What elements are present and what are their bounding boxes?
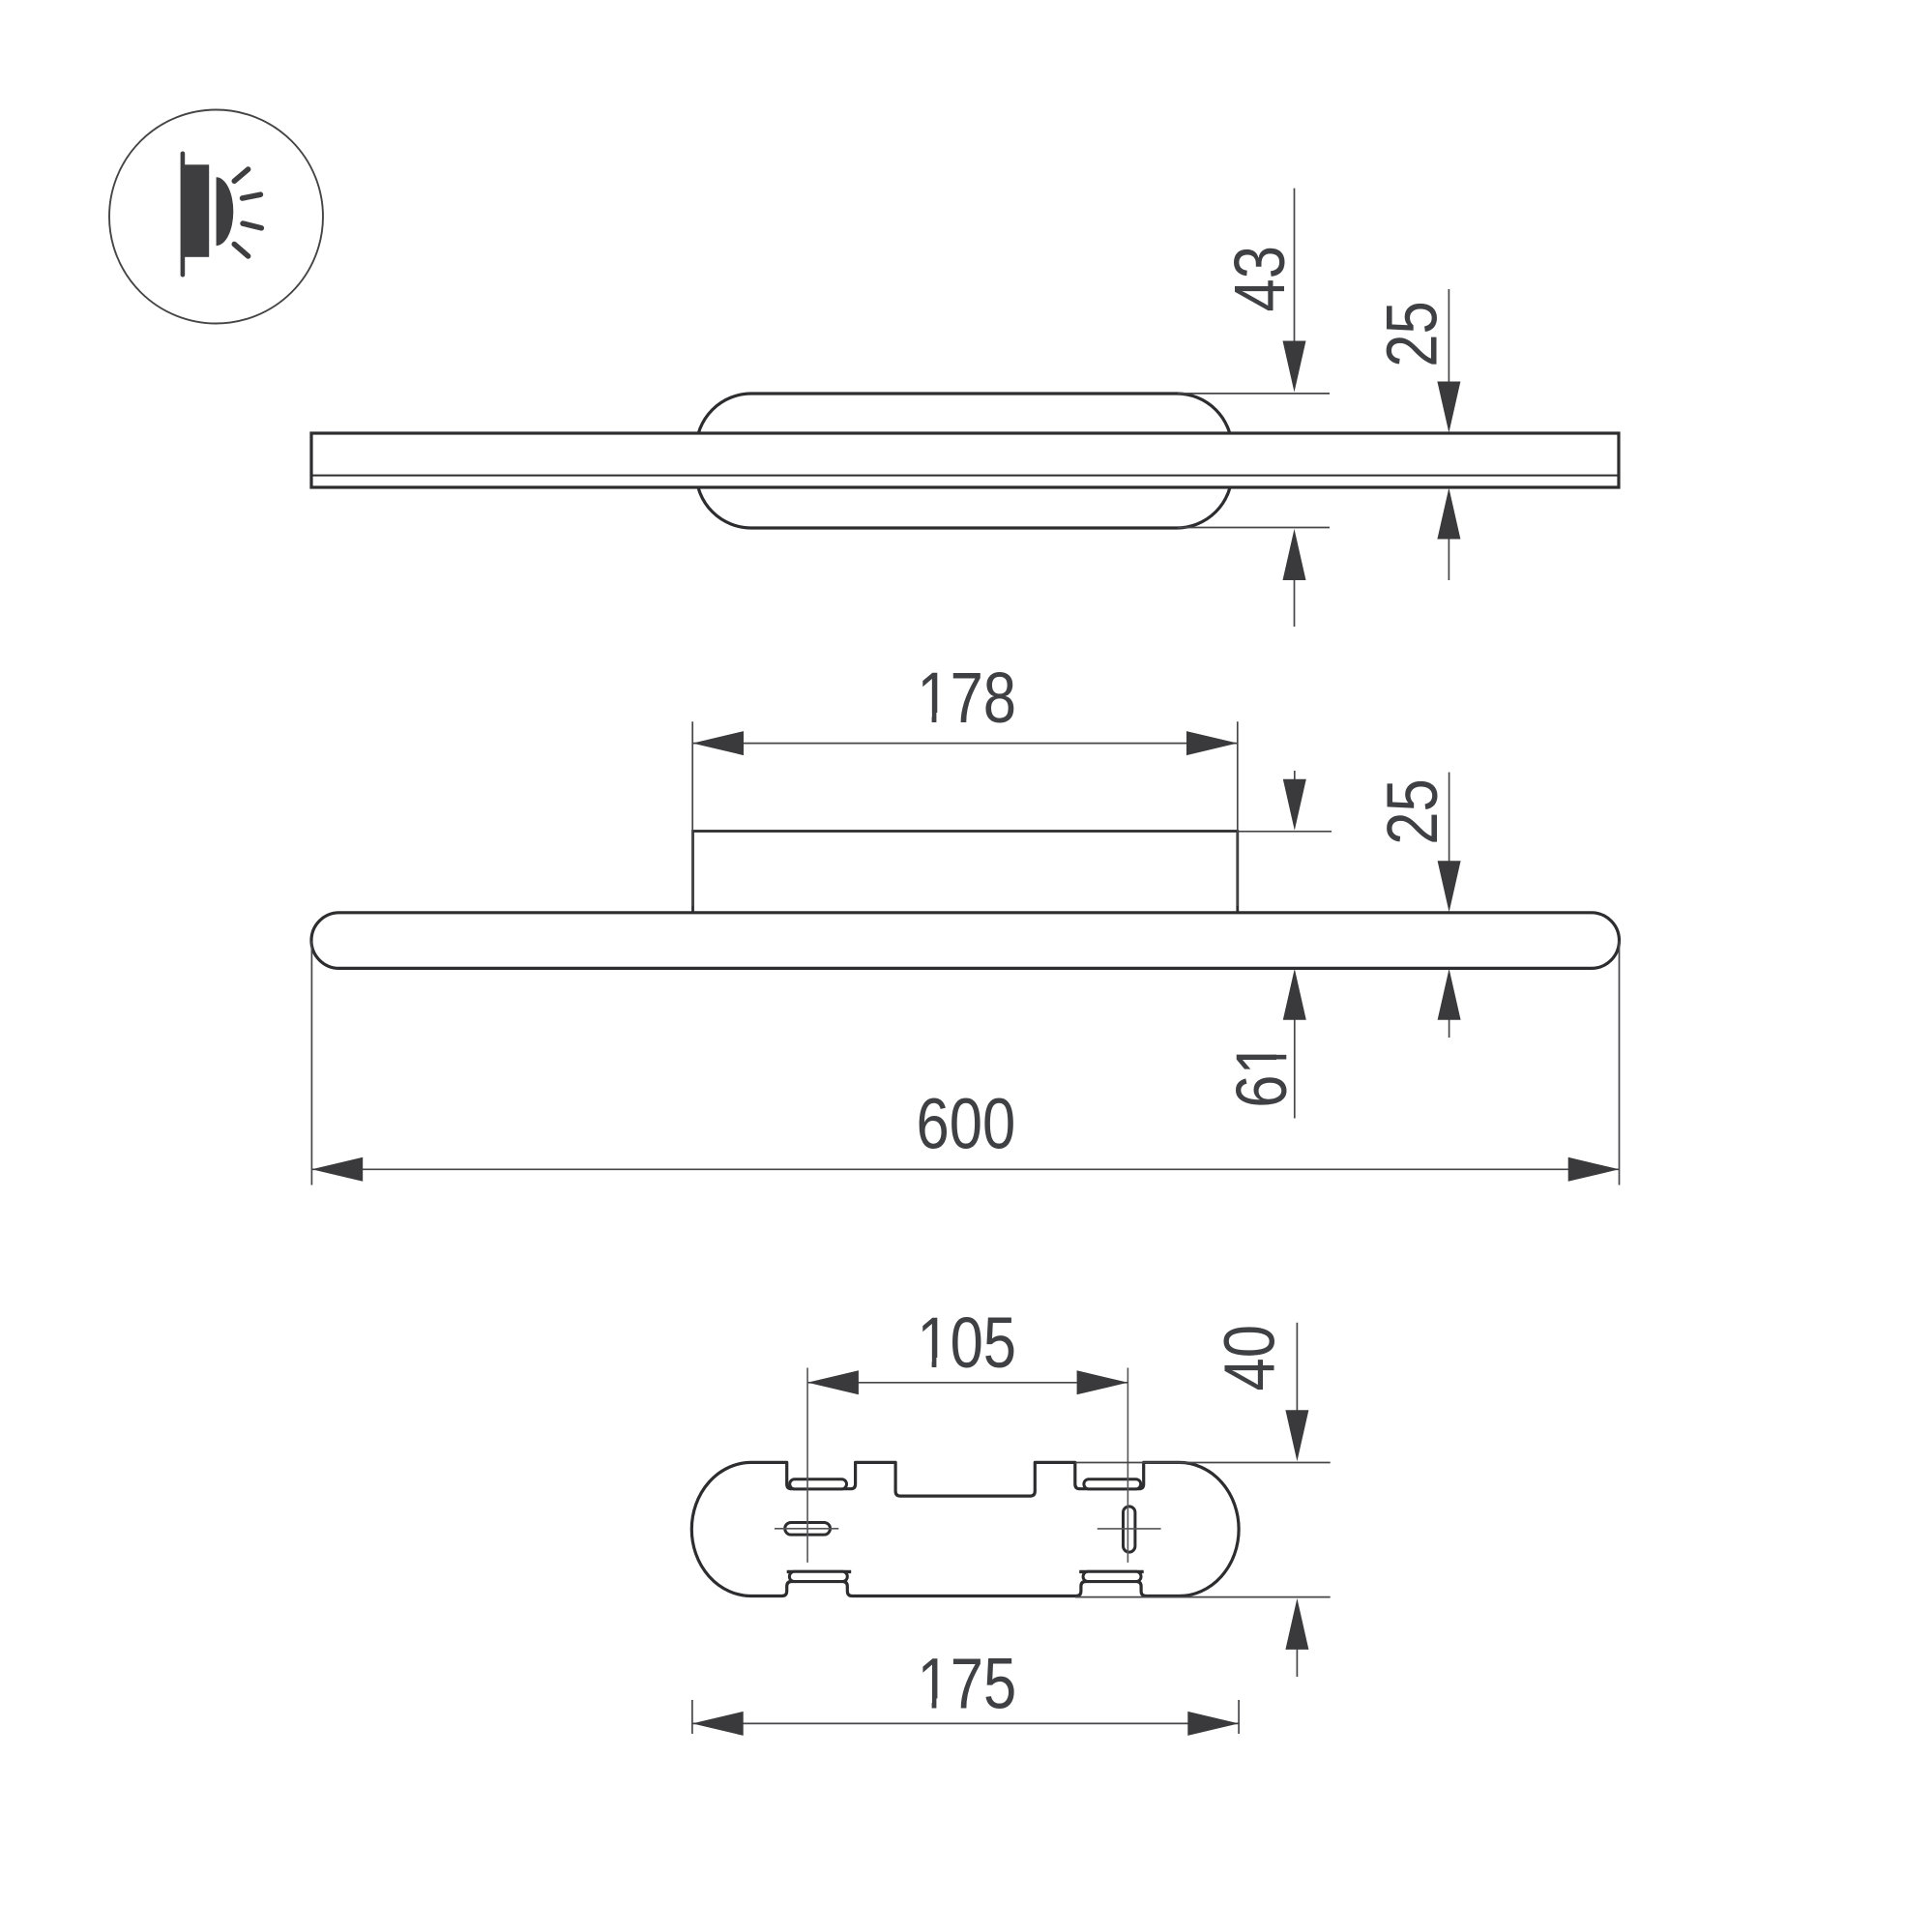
svg-text:61: 61: [1221, 1041, 1302, 1107]
svg-text:600: 600: [917, 1084, 1016, 1164]
svg-text:43: 43: [1219, 246, 1300, 311]
svg-text:175: 175: [918, 1644, 1017, 1724]
svg-text:178: 178: [917, 658, 1016, 738]
svg-text:40: 40: [1210, 1325, 1290, 1390]
svg-text:105: 105: [917, 1303, 1016, 1384]
svg-text:25: 25: [1372, 301, 1452, 366]
svg-text:25: 25: [1372, 778, 1452, 844]
